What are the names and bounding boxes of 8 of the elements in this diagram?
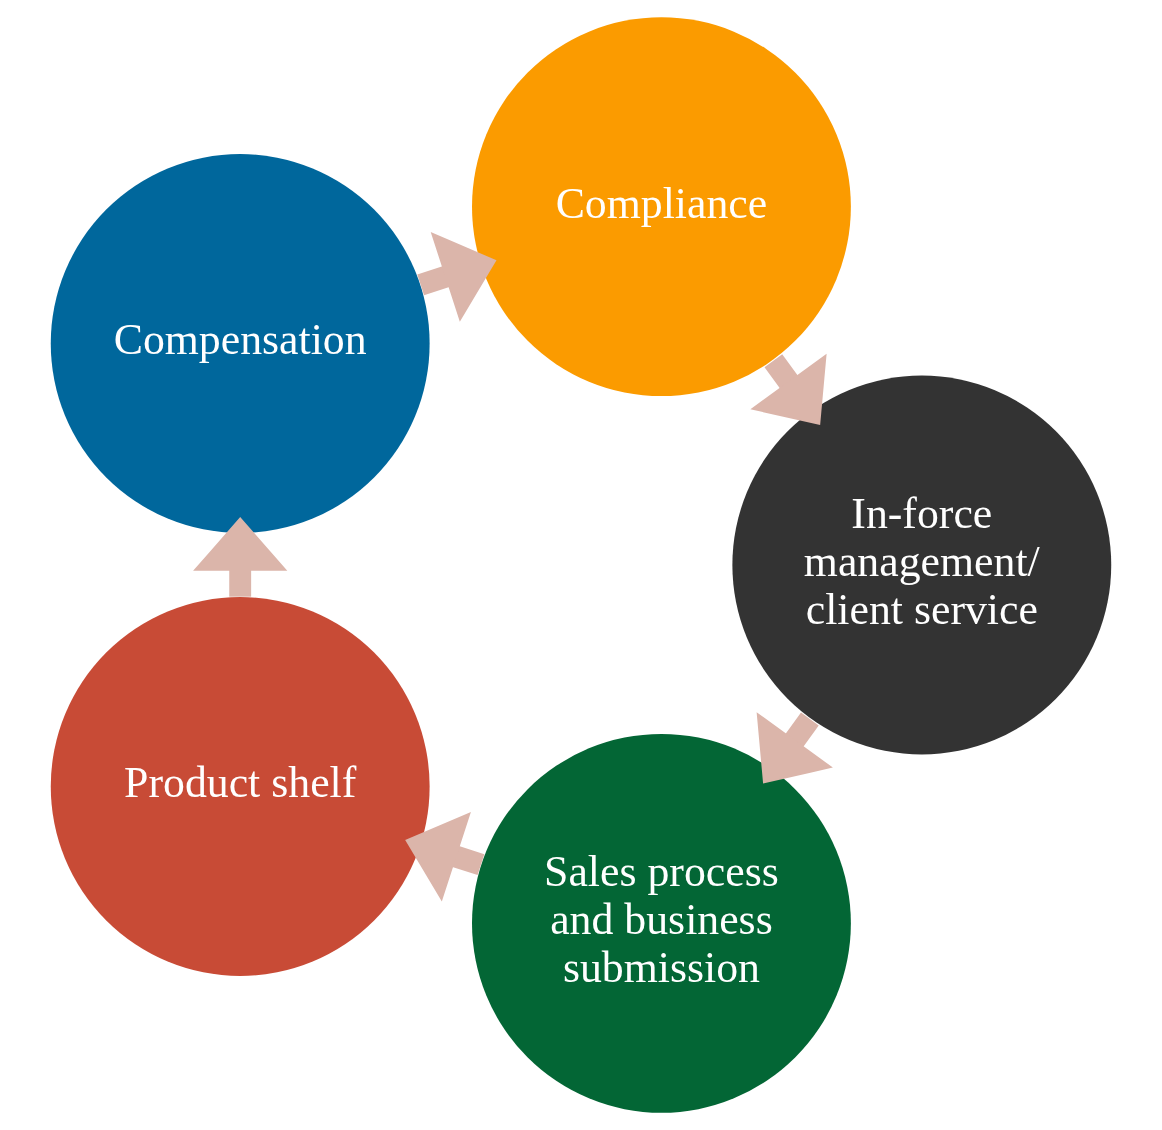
node-circle: Product shelf	[50, 597, 430, 976]
arrow	[405, 811, 485, 902]
node-circle: Compensation	[50, 154, 430, 533]
arrow	[750, 353, 827, 426]
arrow	[756, 712, 833, 784]
node-circle: Sales process and business submission	[472, 733, 851, 1113]
arrow	[193, 517, 288, 597]
arrow	[417, 232, 497, 322]
